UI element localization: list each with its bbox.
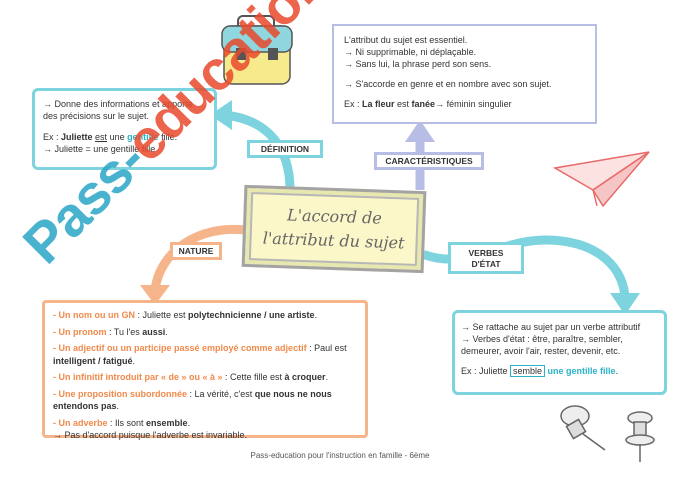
label-verbes: VERBES D'ÉTAT <box>448 242 524 274</box>
caracteristiques-example: Ex : La fleur est fanée→ féminin singuli… <box>344 99 512 109</box>
nature-item-1: - Un pronom : Tu l'es aussi. <box>53 326 168 337</box>
definition-line3: → Juliette = une gentille fille <box>43 144 156 154</box>
verbes-line2: → Verbes d'état : être, paraître, semble… <box>461 334 623 356</box>
caracteristiques-line4: → S'accorde en genre et en nombre avec s… <box>344 79 552 89</box>
nature-item-5: - Un adverbe : Ils sont ensemble. <box>53 417 191 428</box>
caracteristiques-line2: → Ni supprimable, ni déplaçable. <box>344 47 477 57</box>
title-line2: l'attribut du sujet <box>262 228 405 253</box>
label-caracteristiques: CARACTÉRISTIQUES <box>374 152 484 170</box>
caracteristiques-line3: → Sans lui, la phrase perd son sens. <box>344 59 492 69</box>
arrow-caracteristiques-head <box>405 120 435 142</box>
title-line1: L'accord de <box>286 205 383 228</box>
arrow-verbes-head <box>610 293 640 315</box>
label-verbes-line2: D'ÉTAT <box>471 259 501 269</box>
arrow-nature-head <box>140 285 170 305</box>
verbes-box: → Se rattache au sujet par un verbe attr… <box>452 310 667 395</box>
paper-plane-icon <box>553 151 650 208</box>
nature-item-0: - Un nom ou un GN : Juliette est polytec… <box>53 310 318 320</box>
label-definition: DÉFINITION <box>247 140 323 158</box>
definition-box: → Donne des informations et apporte des … <box>32 88 217 170</box>
definition-line1: → Donne des informations et apporte des … <box>43 99 193 121</box>
pushpin-icon <box>560 405 606 451</box>
footer: Pass-education pour l'instruction en fam… <box>250 451 430 460</box>
arrow-definition-head <box>210 100 232 130</box>
nature-item-4: - Une proposition subordonnée : La vérit… <box>53 388 332 412</box>
label-verbes-line1: VERBES <box>468 248 504 258</box>
verbes-line1: → Se rattache au sujet par un verbe attr… <box>461 322 641 332</box>
verbes-example: Ex : Juliette semble une gentille fille. <box>461 365 619 377</box>
label-nature: NATURE <box>170 242 222 260</box>
nature-note: → Pas d'accord puisque l'adverbe est inv… <box>53 430 248 440</box>
title-frame: L'accord de l'attribut du sujet <box>241 184 427 274</box>
caracteristiques-box: L'attribut du sujet est essentiel. → Ni … <box>332 24 597 124</box>
nature-box: - Un nom ou un GN : Juliette est polytec… <box>42 300 368 440</box>
caracteristiques-line1: L'attribut du sujet est essentiel. <box>344 35 468 45</box>
nature-item-3: - Un infinitif introduit par « de » ou «… <box>53 372 329 382</box>
definition-example: Ex : Juliette est une gentille fille. <box>43 132 178 142</box>
arrow-definition <box>220 110 295 195</box>
pushpin-icon-2 <box>625 411 655 462</box>
schoolbag-icon <box>221 15 293 85</box>
nature-item-2: - Un adjectif ou un participe passé empl… <box>53 343 347 366</box>
